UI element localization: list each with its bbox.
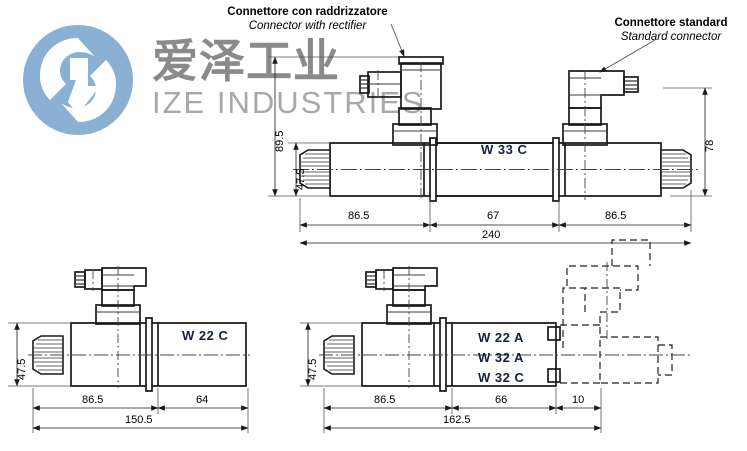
dim-top-right-segment: 86.5 xyxy=(605,210,627,222)
watermark-english: IZE INDUSTRIES xyxy=(152,85,425,120)
callout-connector-with-rectifier: Connettore con raddrizzatore Connector w… xyxy=(200,5,415,33)
model-label-w22a: W 22 A xyxy=(478,330,524,345)
dim-top-overall-length: 240 xyxy=(482,229,501,241)
model-label-w33c: W 33 C xyxy=(481,142,528,157)
dim-br-right-segment: 66 xyxy=(495,394,508,406)
dim-top-height-total: 89.5 xyxy=(274,130,286,152)
dim-top-center-segment: 67 xyxy=(487,210,500,222)
dim-bl-height-body: 47.5 xyxy=(16,358,28,380)
dim-bl-left-segment: 86.5 xyxy=(82,394,104,406)
dim-top-left-segment: 86.5 xyxy=(348,210,370,222)
dim-br-left-segment: 86.5 xyxy=(374,394,396,406)
watermark-chinese: 爱泽工业 xyxy=(152,34,340,88)
dim-br-height-body: 47.5 xyxy=(307,358,319,380)
dim-bl-right-segment: 64 xyxy=(196,394,209,406)
callout-standard-english: Standard connector xyxy=(620,31,722,43)
callout-standard-connector: Connettore standard Standard connector xyxy=(598,16,744,44)
callout-rectifier-english: Connector with rectifier xyxy=(248,20,367,32)
model-label-w22c: W 22 C xyxy=(182,328,229,343)
ize-industries-logo xyxy=(18,24,138,136)
callout-rectifier-italian: Connettore con raddrizzatore xyxy=(227,6,388,18)
dim-top-height-right: 78 xyxy=(704,139,716,152)
callout-standard-italian: Connettore standard xyxy=(614,17,728,29)
model-label-w32c: W 32 C xyxy=(478,370,525,385)
watermark-text: 爱泽工业 IZE INDUSTRIES xyxy=(152,34,425,120)
dim-br-tail-segment: 10 xyxy=(572,394,585,406)
dim-br-overall-length: 162.5 xyxy=(443,414,471,426)
dim-top-height-body: 47.5 xyxy=(295,168,307,190)
model-label-w32a: W 32 A xyxy=(478,350,524,365)
dim-bl-overall-length: 150.5 xyxy=(125,414,153,426)
